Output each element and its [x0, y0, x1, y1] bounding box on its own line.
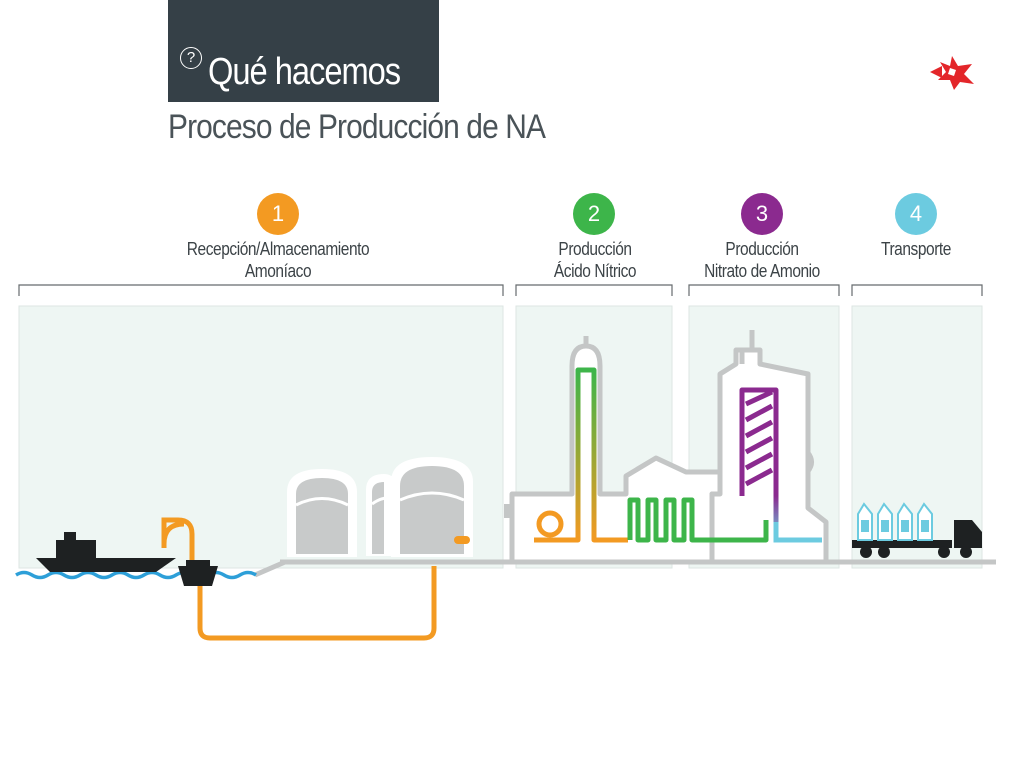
- shore-slope: [254, 559, 286, 578]
- title-banner: ? Qué hacemos: [168, 0, 439, 102]
- step-1-badge: 1: [257, 193, 299, 235]
- step-2-bracket: [515, 284, 673, 296]
- absorption-coil: [627, 497, 769, 543]
- logo-center: [948, 68, 956, 76]
- step-2-label: Producción Ácido Nítrico: [531, 238, 660, 282]
- step-1-label-line-2: Amoníaco: [244, 261, 312, 281]
- step-4-bracket: [851, 284, 983, 296]
- step-3-label-line-2: Nitrato de Amonio: [704, 261, 820, 281]
- water-waves: [15, 570, 257, 580]
- prilling-tower-coil: [739, 387, 779, 496]
- page-title: Qué hacemos: [208, 51, 401, 93]
- ammonia-loading-pipe: [161, 517, 195, 560]
- step-2-label-line-2: Ácido Nítrico: [553, 261, 637, 281]
- help-icon[interactable]: ?: [180, 47, 202, 69]
- step-1-label-line-1: Recepción/Almacenamiento: [186, 239, 370, 259]
- step-3-label-line-1: Producción: [725, 239, 799, 259]
- repsol-flame-logo-icon: [930, 56, 974, 90]
- buoy-icon: [178, 560, 218, 586]
- nitric-tower-pipe: [534, 367, 628, 543]
- step-4-label: Transporte: [864, 238, 967, 260]
- step-3-label: Producción Nitrato de Amonio: [689, 238, 835, 282]
- step-2-label-line-1: Producción: [558, 239, 632, 259]
- step-2-badge: 2: [573, 193, 615, 235]
- step-3-bracket: [688, 284, 840, 296]
- step-3-badge: 3: [741, 193, 783, 235]
- step-1-label: Recepción/Almacenamiento Amoníaco: [175, 238, 381, 282]
- truck-icon: [852, 502, 982, 558]
- step-4-label-line-1: Transporte: [881, 239, 951, 259]
- burner-coil: [536, 510, 564, 538]
- storage-tank-icon: [287, 456, 473, 557]
- product-outlet-blue: [773, 522, 822, 543]
- logo-left-wing: [930, 66, 942, 78]
- ship-icon: [36, 532, 176, 572]
- page-subtitle: Proceso de Producción de NA: [168, 108, 546, 146]
- logo-star: [938, 56, 974, 90]
- step-1-bracket: [18, 284, 504, 296]
- step-4-badge: 4: [895, 193, 937, 235]
